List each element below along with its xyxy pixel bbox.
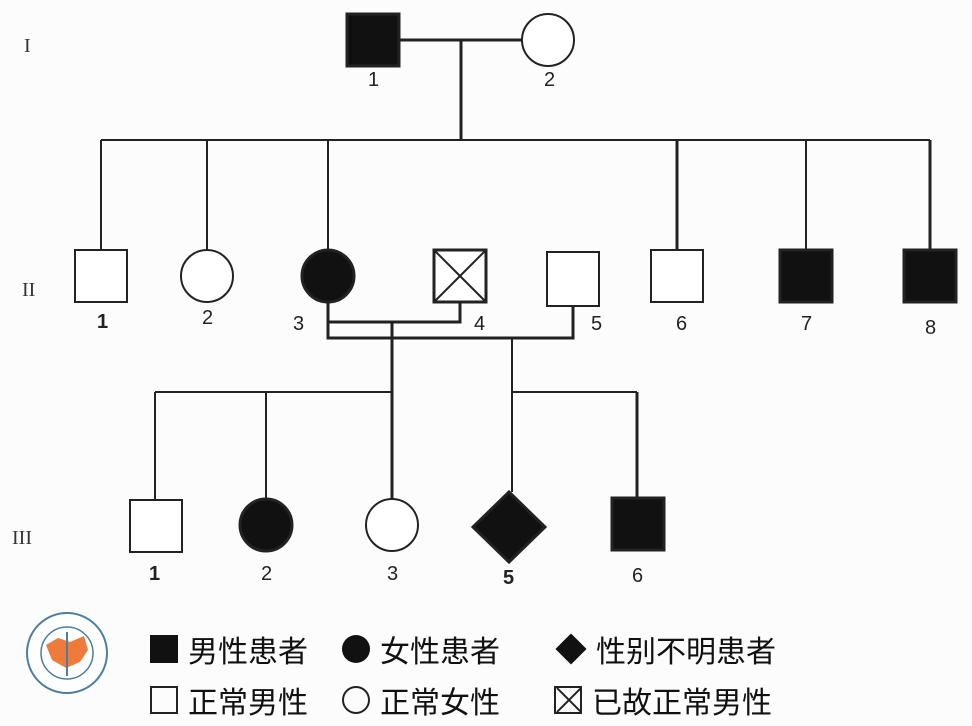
legend-row-normal: 正常男性 正常女性 已故正常男性 — [150, 678, 794, 722]
I-1-affected-male — [345, 12, 401, 68]
II-4-label: 4 — [474, 313, 485, 335]
legend-affected-unknown-sex: 性别不明患者 — [554, 627, 776, 671]
legend-row-affected: 男性患者 女性患者 性别不明患者 — [150, 627, 798, 671]
legend-label: 性别不明患者 — [596, 635, 776, 670]
legend-label: 女性患者 — [380, 635, 500, 670]
III-6-affected-male — [610, 496, 666, 552]
legend-normal-male: 正常男性 — [150, 678, 320, 722]
II-1-label: 1 — [97, 311, 108, 333]
II-5-normal-male — [546, 251, 600, 307]
II-3-label: 3 — [293, 313, 304, 335]
chinese-medical-association-logo — [26, 612, 108, 694]
II-8-affected-male — [902, 248, 958, 304]
II-8-label: 8 — [925, 317, 936, 339]
legend-label: 男性患者 — [188, 635, 308, 670]
II-2-label: 2 — [202, 307, 213, 329]
II-5-label: 5 — [591, 313, 602, 335]
legend-label: 正常男性 — [188, 686, 308, 721]
III-5-affected-unknown-sex — [470, 489, 548, 565]
filled-diamond-icon — [555, 633, 587, 665]
filled-circle-icon — [342, 635, 370, 663]
III-1-normal-male — [129, 499, 183, 553]
generation-label-III: III — [12, 527, 32, 549]
legend-label: 已故正常男性 — [592, 686, 772, 721]
II-2-normal-female — [180, 249, 234, 303]
open-circle-icon — [342, 686, 370, 714]
III-2-label: 2 — [261, 563, 272, 585]
legend-normal-female: 正常女性 — [342, 678, 532, 722]
connector-lines — [100, 38, 932, 500]
II-1-normal-male — [74, 249, 128, 303]
III-3-normal-female — [365, 498, 419, 552]
crossed-square-icon — [554, 686, 582, 714]
open-square-icon — [150, 686, 178, 714]
II-7-label: 7 — [801, 313, 812, 335]
II-6-normal-male — [650, 249, 704, 303]
II-7-affected-male — [778, 248, 834, 304]
filled-square-icon — [150, 635, 178, 663]
III-3-label: 3 — [387, 563, 398, 585]
generation-label-II: II — [22, 279, 35, 301]
II-4-deceased-normal-male — [432, 248, 488, 304]
II-6-label: 6 — [676, 313, 687, 335]
III-5-label: 5 — [503, 567, 514, 589]
legend-affected-male: 男性患者 — [150, 627, 320, 671]
legend-deceased-normal-male: 已故正常男性 — [554, 678, 772, 722]
generation-label-I: I — [24, 35, 31, 57]
II-3-affected-female — [300, 248, 356, 304]
III-6-label: 6 — [632, 565, 643, 587]
I-2-normal-female — [521, 13, 575, 67]
III-2-affected-female — [238, 497, 294, 553]
legend-label: 正常女性 — [380, 686, 500, 721]
I-2-label: 2 — [544, 69, 555, 91]
I-1-label: 1 — [368, 69, 379, 91]
legend-affected-female: 女性患者 — [342, 627, 532, 671]
III-1-label: 1 — [149, 563, 160, 585]
